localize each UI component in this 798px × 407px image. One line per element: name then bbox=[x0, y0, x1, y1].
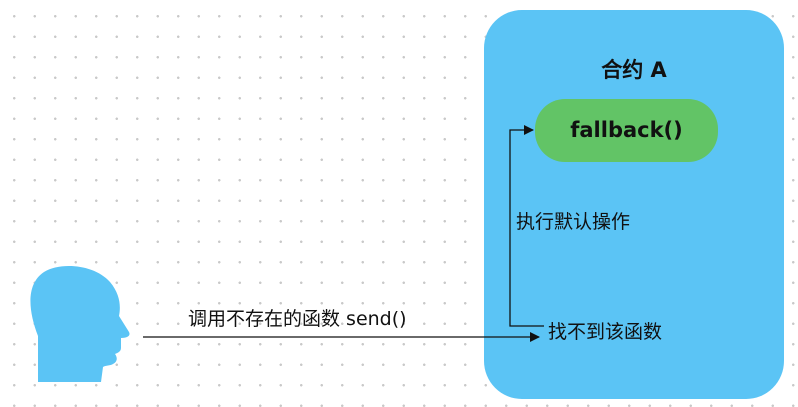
contract-title: 合约 A bbox=[601, 58, 667, 82]
user-head-icon bbox=[30, 266, 130, 382]
fallback-function-box bbox=[535, 99, 718, 162]
fallback-function-label: fallback() bbox=[570, 118, 683, 142]
fallback-arrow bbox=[509, 125, 544, 327]
function-not-found-label: 找不到该函数 bbox=[548, 321, 663, 343]
call-function-label: 调用不存在的函数 send() bbox=[188, 308, 407, 330]
default-action-label: 执行默认操作 bbox=[516, 211, 631, 233]
